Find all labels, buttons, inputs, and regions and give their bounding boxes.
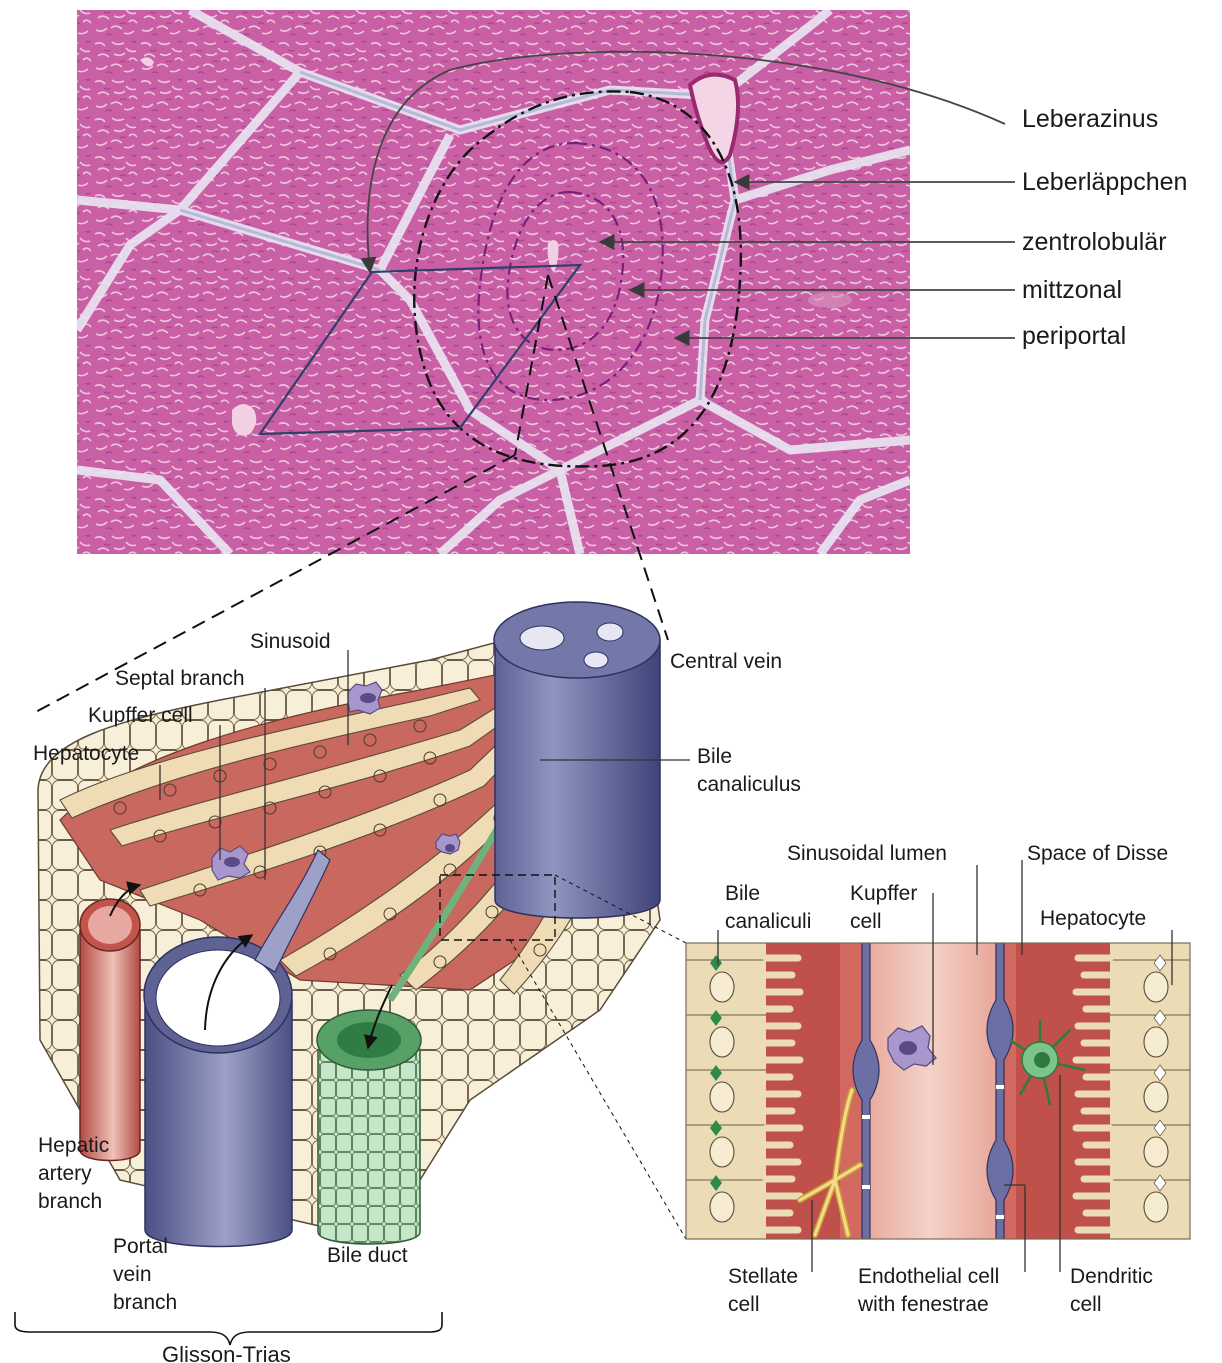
label-bile-canaliculi-line1: Bile	[725, 882, 760, 905]
label-kupffer-cell: Kupffer cell	[88, 704, 193, 727]
glisson-brace: Glisson-Trias	[15, 1312, 442, 1363]
label-bile-canaliculi-line2: canaliculi	[725, 910, 811, 933]
label-hepatic-artery-line2: artery	[38, 1162, 92, 1185]
label-hepatic-artery-line1: Hepatic	[38, 1134, 109, 1157]
label-leberlaeppchen: Leberläppchen	[1022, 168, 1187, 196]
label-leberazinus: Leberazinus	[1022, 105, 1158, 133]
label-portal-vein-line2: vein	[113, 1263, 152, 1286]
label-dendritic-line1: Dendritic	[1070, 1265, 1153, 1288]
histology-photo	[77, 10, 910, 554]
label-dendritic-line2: cell	[1070, 1293, 1102, 1316]
label-space-of-disse: Space of Disse	[1027, 842, 1168, 865]
label-mittzonal: mittzonal	[1022, 276, 1122, 304]
label-endothelial-line1: Endothelial cell	[858, 1265, 999, 1288]
sinusoid-inset	[686, 943, 1190, 1239]
label-bile-canaliculus-line1: Bile	[697, 745, 732, 768]
label-hepatocyte-inset: Hepatocyte	[1040, 907, 1146, 930]
top-labels: Leberazinus Leberläppchen zentrolobulär …	[1022, 105, 1187, 350]
label-central-vein: Central vein	[670, 650, 782, 673]
label-sinusoid: Sinusoid	[250, 630, 331, 653]
label-sinusoidal-lumen: Sinusoidal lumen	[787, 842, 947, 865]
label-glisson-trias: Glisson-Trias	[162, 1342, 291, 1363]
label-endothelial-line2: with fenestrae	[857, 1293, 989, 1316]
label-hepatic-artery-line3: branch	[38, 1190, 102, 1213]
label-kupffer-line2: cell	[850, 910, 882, 933]
label-portal-vein-line3: branch	[113, 1291, 177, 1314]
label-zentrolobulaer: zentrolobulär	[1022, 228, 1167, 256]
label-bile-canaliculus-line2: canaliculus	[697, 773, 801, 796]
label-septal-branch: Septal branch	[115, 667, 245, 690]
lobule-wedge-illustration	[38, 602, 686, 1247]
label-hepatocyte: Hepatocyte	[33, 742, 139, 765]
label-portal-vein-line1: Portal	[113, 1235, 168, 1258]
label-stellate-line2: cell	[728, 1293, 760, 1316]
label-stellate-line1: Stellate	[728, 1265, 798, 1288]
label-kupffer-line1: Kupffer	[850, 882, 917, 905]
label-bile-duct: Bile duct	[327, 1244, 408, 1267]
label-periportal: periportal	[1022, 322, 1126, 350]
